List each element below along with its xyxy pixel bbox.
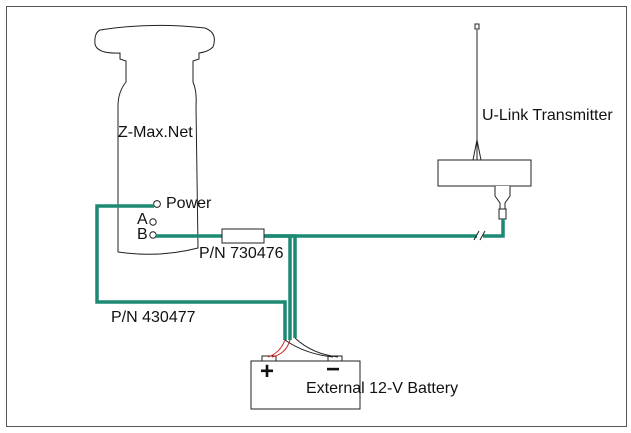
battery-body	[250, 360, 361, 410]
cable-b-part-label: P/N 730476	[199, 245, 284, 262]
battery-minus-sign: −	[326, 356, 341, 383]
port-a-label: A	[137, 211, 148, 228]
transmitter-plug	[498, 208, 507, 220]
battery-plus-sign: +	[260, 358, 275, 385]
lead-negative-1	[284, 339, 334, 358]
port-power-label: Power	[166, 195, 212, 212]
transmitter-connector	[494, 186, 511, 210]
receiver-label: Z-Max.Net	[118, 124, 193, 141]
port-a-icon	[149, 218, 157, 226]
cable-power-part-label: P/N 430477	[111, 309, 196, 326]
cable-power	[95, 204, 287, 340]
transmitter-body	[437, 159, 532, 187]
antenna-tip	[474, 23, 480, 30]
cable-splitter-box	[221, 228, 265, 244]
port-b-icon	[149, 231, 157, 239]
battery-terminal-negative	[327, 355, 343, 362]
lead-positive-2	[271, 339, 291, 358]
diagram-frame	[6, 6, 627, 427]
antenna-base	[472, 139, 482, 161]
cable-break-mark-1	[473, 230, 480, 241]
lead-negative-2	[294, 337, 339, 358]
cable-break-mark-2	[479, 230, 486, 241]
battery-label: External 12-V Battery	[306, 380, 459, 397]
receiver-outline	[94, 24, 215, 255]
cable-b-transmitter-end	[483, 219, 505, 238]
lead-positive-1	[267, 339, 286, 358]
transmitter-label: U-Link Transmitter	[482, 107, 613, 124]
port-b-label: B	[137, 226, 148, 243]
battery-terminal-positive	[261, 355, 277, 362]
cable-b-battery-1	[265, 234, 297, 338]
port-power-icon	[153, 200, 161, 208]
